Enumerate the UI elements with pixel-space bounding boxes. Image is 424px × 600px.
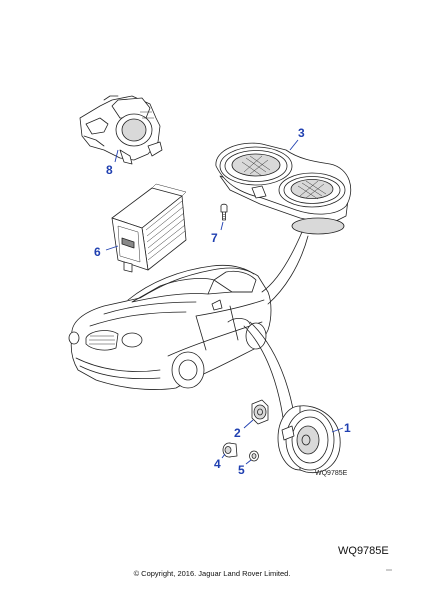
module-part-8[interactable] <box>79 95 163 165</box>
callout-6: 6 <box>94 245 101 259</box>
leader-4 <box>221 453 226 459</box>
copyright-notice: © Copyright, 2016. Jaguar Land Rover Lim… <box>133 569 291 578</box>
leader-3 <box>289 139 299 151</box>
illustration-code: WQ9785E <box>315 470 348 477</box>
leader-5 <box>245 459 252 465</box>
fastener-part-5[interactable] <box>249 450 259 462</box>
callout-5: 5 <box>238 463 245 477</box>
grommet-part-4[interactable] <box>222 442 238 458</box>
callout-3: 3 <box>298 126 305 140</box>
amplifier-part-6[interactable] <box>111 183 187 273</box>
leader-6 <box>105 245 119 251</box>
callout-8: 8 <box>106 163 113 177</box>
vehicle-illustration <box>68 264 272 390</box>
leader-2 <box>243 419 254 429</box>
leader-1 <box>331 427 344 433</box>
callout-4: 4 <box>214 457 221 471</box>
callout-1: 1 <box>344 421 351 435</box>
leader-8 <box>114 149 119 163</box>
leader-7 <box>220 221 224 231</box>
door-speaker-part-1[interactable] <box>277 405 341 474</box>
tweeter-part-2[interactable] <box>251 399 269 425</box>
callout-7: 7 <box>211 231 218 245</box>
subwoofer-part-3[interactable] <box>215 142 352 235</box>
screw-part-7[interactable] <box>220 203 228 221</box>
reference-code: WQ9785E <box>338 545 389 557</box>
callout-2: 2 <box>234 426 241 440</box>
